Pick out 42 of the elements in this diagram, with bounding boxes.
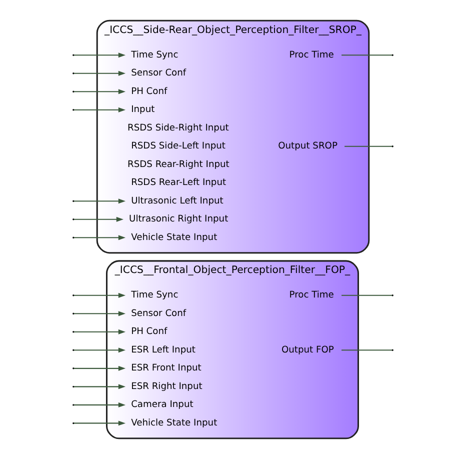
node-text: Vehicle State Input (131, 418, 218, 428)
node-text: ESR Right Input (131, 382, 202, 392)
arrow (74, 348, 126, 353)
arrow (74, 52, 126, 58)
node-text: RSDS Side-Right Input (128, 123, 229, 134)
arrow (74, 198, 126, 204)
node-text: ESR Left Input (131, 345, 196, 356)
node-text: Ultrasonic Right Input (129, 214, 228, 225)
connector (342, 294, 392, 296)
node-text: PH Conf (131, 86, 168, 97)
node-text: Time Sync (131, 290, 178, 301)
arrow (74, 70, 126, 76)
node-text: PH Conf (131, 327, 168, 338)
arrow (74, 366, 126, 371)
arrow (74, 402, 126, 408)
node-text: Sensor Conf (131, 308, 186, 319)
arrow (74, 89, 126, 94)
node-text: Output FOP (281, 345, 334, 356)
node-text: Vehicle State Input (131, 232, 218, 243)
node-text: RSDS Rear-Right Input (128, 160, 230, 170)
node-text: RSDS Rear-Left Input (131, 178, 226, 188)
arrow (74, 420, 126, 426)
node-text: Time Sync (131, 50, 178, 60)
node-text: Sensor Conf (131, 68, 186, 79)
node-text: Ultrasonic Left Input (131, 196, 224, 206)
node-text: Input (131, 105, 155, 116)
node-text: Camera Input (131, 400, 194, 410)
arrow (74, 235, 126, 240)
arrow (74, 292, 126, 298)
node-text: Output SROP (278, 142, 338, 152)
node-text: ESR Front Input (131, 364, 202, 374)
arrow (74, 329, 126, 334)
node-text: Proc Time (289, 50, 334, 60)
connector (344, 146, 392, 147)
node-text: RSDS Side-Left Input (131, 142, 226, 152)
arrow (74, 384, 126, 390)
arrow (74, 216, 124, 222)
node-text: Proc Time (289, 290, 334, 301)
arrow (74, 107, 126, 112)
connector (342, 350, 392, 351)
arrow (74, 311, 126, 316)
connector (342, 54, 392, 56)
